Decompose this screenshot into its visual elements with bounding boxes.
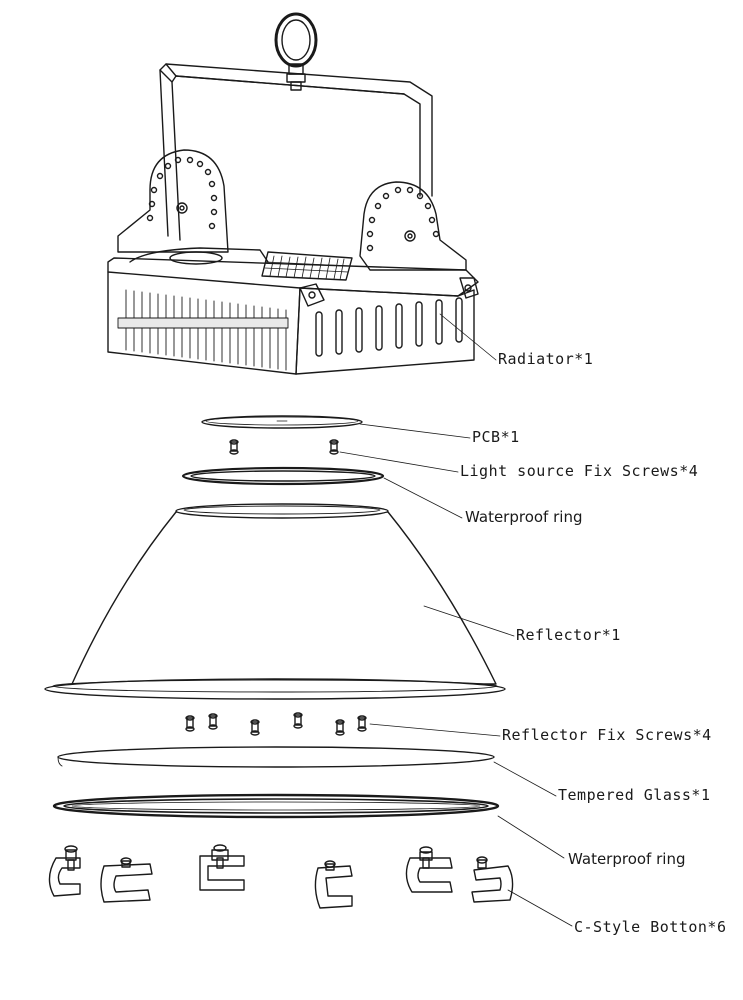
label-radiator: Radiator*1 [498, 350, 594, 368]
pcb-board [201, 415, 363, 429]
label-waterproof-ring-top: Waterproof ring [465, 508, 583, 526]
label-reflector: Reflector*1 [516, 626, 621, 644]
label-waterproof-ring-bottom: Waterproof ring [568, 850, 686, 868]
c-style-buttons [48, 844, 514, 909]
mounting-bracket [159, 63, 433, 241]
label-reflector-screws: Reflector Fix Screws*4 [502, 726, 712, 744]
tempered-glass [57, 746, 495, 768]
radiator [107, 12, 479, 375]
reflector [44, 503, 506, 700]
radiator-fins [117, 289, 289, 371]
light-source-screws [229, 439, 339, 455]
waterproof-ring-top [181, 466, 385, 486]
c-button-4 [314, 860, 353, 909]
radiator-top [107, 247, 479, 297]
label-tempered-glass: Tempered Glass*1 [558, 786, 711, 804]
side-plate-right [359, 181, 467, 271]
radiator-slots [315, 297, 463, 357]
label-light-source-screws: Light source Fix Screws*4 [460, 462, 699, 480]
label-c-style-button: C-Style Botton*6 [574, 918, 727, 936]
waterproof-ring-bottom [52, 793, 500, 819]
c-button-5 [405, 846, 453, 893]
label-pcb: PCB*1 [472, 428, 520, 446]
leader-lines [339, 313, 573, 927]
side-plate-left [117, 149, 229, 253]
c-button-2 [100, 857, 153, 903]
hanging-eye [274, 12, 318, 91]
c-button-3 [199, 844, 245, 891]
radiator-body [107, 271, 479, 375]
c-button-1 [48, 845, 81, 897]
c-button-6 [471, 856, 514, 903]
reflector-screws [185, 712, 367, 736]
